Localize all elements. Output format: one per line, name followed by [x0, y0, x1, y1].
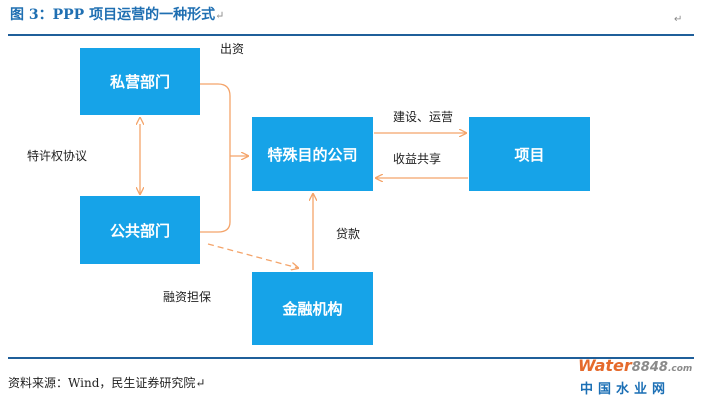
figure-title: 图 3：PPP 项目运营的一种形式↵	[10, 7, 225, 23]
return-mark: ↵	[674, 14, 683, 25]
label-build-operate: 建设、运营	[393, 110, 454, 124]
label-revenue-share: 收益共享	[393, 152, 442, 166]
top-rule	[8, 34, 694, 36]
label-invest: 出资	[220, 42, 245, 56]
node-project: 项目	[469, 117, 590, 191]
label-loan: 贷款	[336, 227, 361, 241]
label-guarantee: 融资担保	[163, 290, 212, 304]
node-spv: 特殊目的公司	[252, 117, 373, 191]
source-note: 资料来源：Wind，民生证券研究院↵	[8, 376, 206, 390]
node-financial-institution: 金融机构	[252, 272, 373, 345]
watermark-logo: Water8848.com 中国水业网	[578, 356, 693, 397]
node-private-sector: 私营部门	[80, 48, 200, 115]
invest-brace	[200, 83, 231, 233]
guarantee-arrow	[207, 243, 298, 268]
label-concession: 特许权协议	[27, 149, 88, 163]
node-public-sector: 公共部门	[80, 196, 200, 264]
bottom-rule	[8, 357, 694, 359]
